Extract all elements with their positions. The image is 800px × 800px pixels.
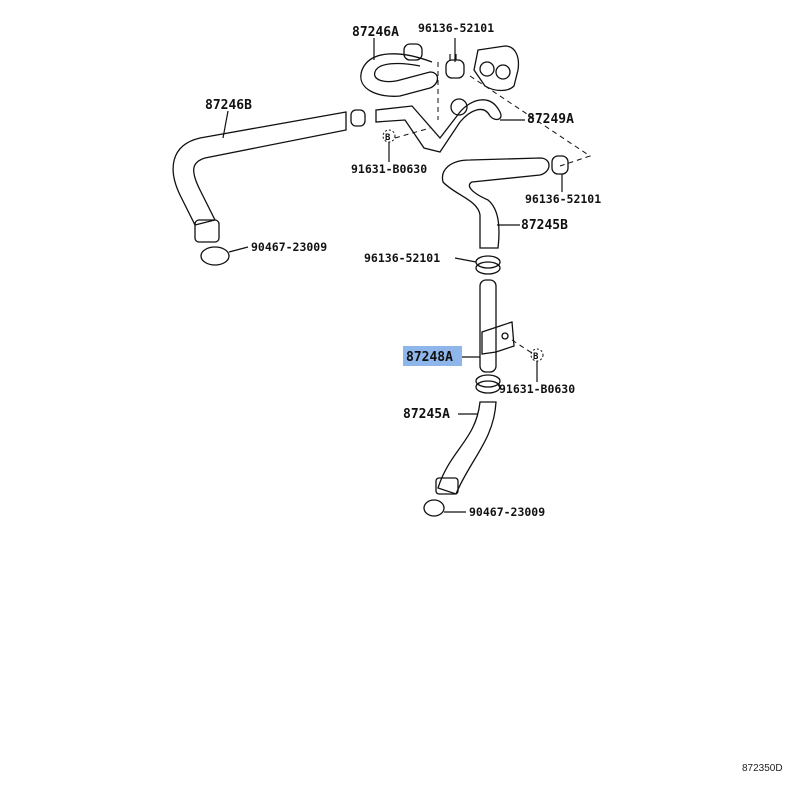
label-96136-52101-right[interactable]: 96136-52101 [525, 192, 601, 206]
highlight-87248A [403, 346, 462, 366]
clamp-90467-left[interactable] [200, 246, 230, 266]
label-96136-52101-top[interactable]: 96136-52101 [418, 21, 494, 35]
grommet-plate [473, 45, 520, 92]
label-90467-23009-bottom[interactable]: 90467-23009 [469, 505, 545, 519]
label-87245A[interactable]: 87245A [403, 407, 450, 422]
clamp-96136-mid[interactable] [475, 255, 501, 275]
clamp-90467-bottom[interactable] [423, 499, 445, 517]
label-91631-B0630-top[interactable]: 91631-B0630 [351, 162, 427, 176]
svg-text:B: B [533, 352, 539, 362]
label-91631-B0630-bottom[interactable]: 91631-B0630 [499, 382, 575, 396]
clamp-87246A-end [403, 43, 423, 61]
label-87249A[interactable]: 87249A [527, 112, 574, 127]
label-87246A[interactable]: 87246A [352, 25, 399, 40]
hose-87245A[interactable] [435, 401, 497, 495]
hose-87246B[interactable] [172, 111, 347, 243]
pipe-87248A[interactable] [479, 279, 515, 373]
hose-87249A[interactable] [375, 98, 502, 153]
bolt-callout-b-bottom: B [530, 348, 544, 362]
label-96136-52101-mid[interactable]: 96136-52101 [364, 251, 440, 265]
label-90467-23009-left[interactable]: 90467-23009 [251, 240, 327, 254]
clamp-87249A-end [350, 109, 366, 127]
svg-text:B: B [385, 133, 391, 143]
clamp-96136-right[interactable] [551, 155, 569, 175]
clamp-bottom [475, 374, 501, 394]
label-87248A[interactable]: 87248A [406, 350, 453, 365]
label-87246B[interactable]: 87246B [205, 98, 252, 113]
hose-87246A[interactable] [360, 53, 439, 97]
figure-id: 872350D [742, 763, 783, 774]
bolt-callout-b-top: B [382, 129, 396, 143]
label-87245B[interactable]: 87245B [521, 218, 568, 233]
hose-87245B[interactable] [441, 157, 550, 249]
